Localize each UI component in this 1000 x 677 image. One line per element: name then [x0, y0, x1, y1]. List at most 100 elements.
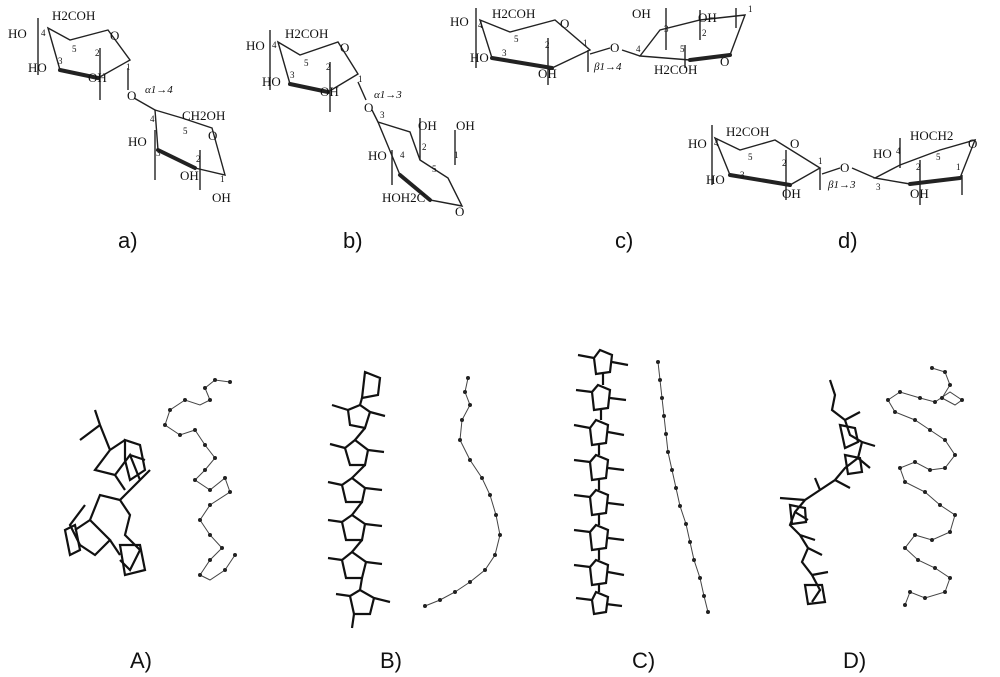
structure-d-ch2oh-2: HOCH2 [910, 128, 953, 143]
structure-d-oh-5: OH [910, 186, 929, 201]
svg-text:O: O [610, 40, 619, 55]
structure-b-ring-1: H2COH HO HO OH 4 5 3 2 1 O [246, 26, 363, 112]
structure-d-oh-4: HO [873, 146, 892, 161]
model-B-stick [327, 370, 391, 629]
structure-c-ch2oh-2: H2COH [654, 62, 697, 77]
structure-a-oh-1: HO [8, 26, 27, 41]
svg-text:3: 3 [740, 170, 745, 180]
label-a: a) [118, 228, 138, 253]
svg-text:5: 5 [304, 58, 309, 68]
structure-d-linkage: β1→3 [827, 179, 856, 191]
svg-text:3: 3 [876, 182, 881, 192]
structure-b-linkage: α1→3 [374, 89, 402, 101]
svg-text:O: O [340, 40, 349, 55]
svg-text:O: O [455, 204, 464, 219]
structure-c-ring-1: H2COH HO HO OH 4 5 3 2 1 O [450, 6, 592, 85]
structure-b: H2COH HO HO OH 4 5 3 2 1 O O α1→3 OH HO … [246, 26, 475, 219]
svg-text:2: 2 [196, 154, 201, 164]
svg-text:1: 1 [748, 4, 753, 14]
structure-d-oh-3: OH [782, 186, 801, 201]
structure-a-oh-2: HO [28, 60, 47, 75]
structure-b-oh-4: OH [418, 118, 437, 133]
structure-a-oh-6: OH [212, 190, 231, 205]
structure-c-oh-3: OH [538, 66, 557, 81]
structure-a-num-3: 3 [58, 56, 63, 66]
structure-b-oh-1: HO [246, 38, 265, 53]
structure-b-oh-3: OH [320, 84, 339, 99]
model-A-trace [163, 378, 237, 581]
structure-a-num-2: 2 [95, 48, 100, 58]
model-D-trace [886, 366, 964, 607]
svg-text:4: 4 [400, 150, 405, 160]
structure-a: H2COH HO HO OH 4 5 3 2 1 O O α1→4 CH2OH … [8, 8, 231, 205]
svg-text:2: 2 [916, 162, 921, 172]
svg-text:5: 5 [432, 164, 437, 174]
structure-b-oh-6: OH [456, 118, 475, 133]
structure-b-oh-5: HO [368, 148, 387, 163]
model-C-stick [573, 348, 629, 616]
structure-c-ring-2: OH OH H2COH 3 2 1 4 5 O [632, 4, 753, 77]
structure-a-num-4: 4 [41, 28, 46, 38]
structure-a-ch2oh-1: H2COH [52, 8, 95, 23]
structure-c-oh-1: HO [450, 14, 469, 29]
svg-text:3: 3 [380, 110, 385, 120]
svg-text:O: O [720, 54, 729, 69]
svg-text:3: 3 [502, 48, 507, 58]
label-c: c) [615, 228, 633, 253]
structure-a-ring-2: CH2OH HO OH OH 4 5 3 2 1 O [128, 108, 231, 205]
label-d: d) [838, 228, 858, 253]
svg-text:O: O [560, 16, 569, 31]
label-b: b) [343, 228, 363, 253]
structure-d-ring-1: H2COH HO HO OH 4 5 3 2 1 O [688, 124, 823, 201]
structure-d-oh-2: HO [706, 172, 725, 187]
svg-text:O: O [208, 128, 217, 143]
svg-text:4: 4 [896, 146, 901, 156]
svg-text:5: 5 [748, 152, 753, 162]
label-B: B) [380, 648, 402, 673]
svg-text:2: 2 [326, 62, 331, 72]
structure-a-num-5: 5 [72, 44, 77, 54]
structure-c-ch2oh-1: H2COH [492, 6, 535, 21]
svg-text:5: 5 [936, 152, 941, 162]
structure-a-linkage: α1→4 [145, 84, 173, 96]
structure-c-linkage: β1→4 [593, 61, 622, 73]
svg-text:3: 3 [156, 148, 161, 158]
structure-b-ring-2: OH HO OH HOH2C 3 2 4 5 1 O [368, 110, 475, 219]
svg-text:O: O [110, 28, 119, 43]
svg-text:5: 5 [680, 44, 685, 54]
svg-text:4: 4 [150, 114, 155, 124]
svg-text:O: O [840, 160, 849, 175]
label-D: D) [843, 648, 866, 673]
svg-text:2: 2 [702, 28, 707, 38]
svg-text:O: O [127, 88, 136, 103]
svg-text:3: 3 [664, 24, 669, 34]
label-C: C) [632, 648, 655, 673]
svg-text:3: 3 [290, 70, 295, 80]
svg-text:2: 2 [545, 40, 550, 50]
structure-a-oh-3: OH [88, 70, 107, 85]
svg-text:1: 1 [956, 162, 961, 172]
structure-a-num-1: 1 [126, 62, 131, 72]
svg-text:4: 4 [636, 44, 641, 54]
model-A-stick [63, 409, 151, 577]
structure-a-oh-4: HO [128, 134, 147, 149]
model-C-trace [656, 360, 710, 614]
structure-b-ch2oh-2: HOH2C [382, 190, 425, 205]
svg-text:5: 5 [514, 34, 519, 44]
svg-text:1: 1 [583, 38, 588, 48]
structure-a-ch2oh-2: CH2OH [182, 108, 225, 123]
structure-a-oh-5: OH [180, 168, 199, 183]
svg-text:1: 1 [220, 174, 225, 184]
svg-text:5: 5 [183, 126, 188, 136]
svg-text:4: 4 [272, 40, 277, 50]
svg-text:O: O [790, 136, 799, 151]
svg-text:1: 1 [358, 74, 363, 84]
structure-c-oh-5: OH [698, 10, 717, 25]
structure-d-oh-1: HO [688, 136, 707, 151]
structure-c-oh-2: HO [470, 50, 489, 65]
structure-c: H2COH HO HO OH 4 5 3 2 1 O O β1→4 OH OH … [450, 4, 753, 85]
svg-text:1: 1 [454, 150, 459, 160]
svg-text:2: 2 [422, 142, 427, 152]
structure-c-oh-4: OH [632, 6, 651, 21]
